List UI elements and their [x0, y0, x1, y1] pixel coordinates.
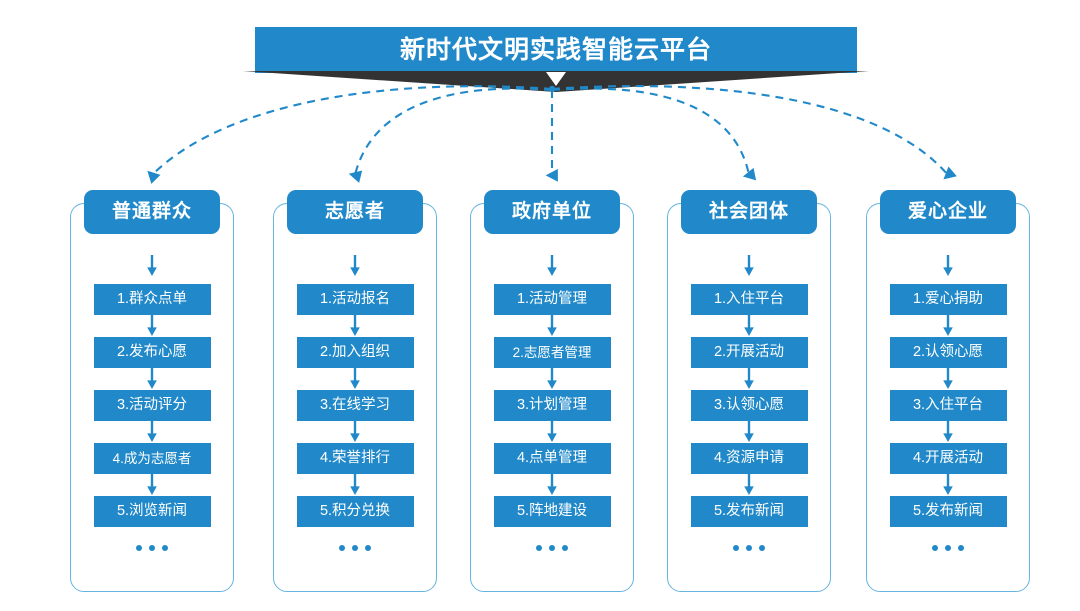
- column-volunteer: 志愿者 1.活动报名 2.加入组织 3.在线学习 4.荣誉排行 5.积分兑换: [273, 190, 437, 593]
- step-item[interactable]: 1.爱心捐助: [889, 284, 1007, 315]
- step-item[interactable]: 2.志愿者管理: [493, 337, 611, 368]
- banner-background: [255, 27, 857, 73]
- down-arrow-icon: [943, 421, 953, 442]
- column-government-unit: 政府单位 1.活动管理 2.志愿者管理 3.计划管理 4.点单管理 5.阵地建设: [470, 190, 634, 593]
- platform-title-banner: 新时代文明实践智能云平台: [255, 27, 857, 73]
- step-item[interactable]: 3.计划管理: [493, 390, 611, 421]
- banner-ribbon: [243, 71, 869, 92]
- step-item[interactable]: 2.加入组织: [296, 337, 414, 368]
- step-item[interactable]: 3.在线学习: [296, 390, 414, 421]
- dot: [162, 545, 168, 551]
- column-caring-enterprise: 爱心企业 1.爱心捐助 2.认领心愿 3.入住平台 4.开展活动 5.发布新闻: [866, 190, 1030, 593]
- step-item[interactable]: 3.认领心愿: [690, 390, 808, 421]
- dot: [339, 545, 345, 551]
- connector-hub-node: [548, 85, 556, 93]
- connector-to-volunteer: [348, 87, 553, 183]
- step-item[interactable]: 4.成为志愿者: [93, 443, 211, 474]
- down-arrow-icon: [147, 315, 157, 336]
- down-arrow-icon: [943, 255, 953, 276]
- down-arrow-icon: [350, 368, 360, 389]
- down-arrow-icon: [744, 368, 754, 389]
- column-body-social-group: 1.入住平台 2.开展活动 3.认领心愿 4.资源申请 5.发布新闻: [668, 248, 830, 593]
- column-header-caring-enterprise[interactable]: 爱心企业: [880, 190, 1016, 234]
- step-item[interactable]: 3.入住平台: [889, 390, 1007, 421]
- step-item[interactable]: 3.活动评分: [93, 390, 211, 421]
- column-header-social-group[interactable]: 社会团体: [681, 190, 817, 234]
- dot: [365, 545, 371, 551]
- down-arrow-icon: [147, 421, 157, 442]
- dot: [549, 545, 555, 551]
- column-body-caring-enterprise: 1.爱心捐助 2.认领心愿 3.入住平台 4.开展活动 5.发布新闻: [867, 248, 1029, 593]
- dot: [932, 545, 938, 551]
- connector-to-general-public: [147, 85, 553, 184]
- ellipsis-dots: [733, 545, 765, 551]
- step-item[interactable]: 5.阵地建设: [493, 496, 611, 527]
- down-arrow-icon: [547, 315, 557, 336]
- column-header-volunteer[interactable]: 志愿者: [287, 190, 423, 234]
- column-header-government-unit[interactable]: 政府单位: [484, 190, 620, 234]
- step-item[interactable]: 1.活动报名: [296, 284, 414, 315]
- dot: [149, 545, 155, 551]
- down-arrow-icon: [943, 368, 953, 389]
- ellipsis-dots: [932, 545, 964, 551]
- ellipsis-dots: [136, 545, 168, 551]
- down-arrow-icon: [744, 255, 754, 276]
- column-body-volunteer: 1.活动报名 2.加入组织 3.在线学习 4.荣誉排行 5.积分兑换: [274, 248, 436, 593]
- down-arrow-icon: [547, 368, 557, 389]
- dot: [352, 545, 358, 551]
- step-item[interactable]: 4.资源申请: [690, 443, 808, 474]
- down-arrow-icon: [350, 421, 360, 442]
- dot: [958, 545, 964, 551]
- column-body-general-public: 1.群众点单 2.发布心愿 3.活动评分 4.成为志愿者 5.浏览新闻: [71, 248, 233, 593]
- page-title: 新时代文明实践智能云平台: [399, 36, 712, 64]
- down-arrow-icon: [547, 255, 557, 276]
- step-item[interactable]: 1.入住平台: [690, 284, 808, 315]
- down-arrow-icon: [943, 315, 953, 336]
- dot: [536, 545, 542, 551]
- column-general-public: 普通群众 1.群众点单 2.发布心愿 3.活动评分 4.成为志愿者 5.浏览新闻: [70, 190, 234, 593]
- step-item[interactable]: 2.开展活动: [690, 337, 808, 368]
- step-item[interactable]: 5.发布新闻: [690, 496, 808, 527]
- dot: [136, 545, 142, 551]
- down-arrow-icon: [547, 421, 557, 442]
- down-arrow-icon: [547, 474, 557, 495]
- down-arrow-icon: [350, 315, 360, 336]
- down-arrow-icon: [147, 255, 157, 276]
- step-item[interactable]: 1.群众点单: [93, 284, 211, 315]
- down-arrow-icon: [744, 474, 754, 495]
- step-item[interactable]: 5.发布新闻: [889, 496, 1007, 527]
- column-body-government-unit: 1.活动管理 2.志愿者管理 3.计划管理 4.点单管理 5.阵地建设: [471, 248, 633, 593]
- column-social-group: 社会团体 1.入住平台 2.开展活动 3.认领心愿 4.资源申请 5.发布新闻: [667, 190, 831, 593]
- step-item[interactable]: 2.认领心愿: [889, 337, 1007, 368]
- step-item[interactable]: 4.开展活动: [889, 443, 1007, 474]
- step-item[interactable]: 5.积分兑换: [296, 496, 414, 527]
- down-arrow-icon: [350, 474, 360, 495]
- step-item[interactable]: 4.点单管理: [493, 443, 611, 474]
- down-arrow-icon: [350, 255, 360, 276]
- down-arrow-icon: [147, 368, 157, 389]
- down-arrow-icon: [943, 474, 953, 495]
- connector-to-social-group: [551, 87, 757, 181]
- step-item[interactable]: 5.浏览新闻: [93, 496, 211, 527]
- connector-to-caring-enterprise: [551, 85, 957, 180]
- step-item[interactable]: 4.荣誉排行: [296, 443, 414, 474]
- dot: [759, 545, 765, 551]
- step-item[interactable]: 1.活动管理: [493, 284, 611, 315]
- step-item[interactable]: 2.发布心愿: [93, 337, 211, 368]
- dot: [733, 545, 739, 551]
- column-header-general-public[interactable]: 普通群众: [84, 190, 220, 234]
- ellipsis-dots: [536, 545, 568, 551]
- dot: [562, 545, 568, 551]
- down-arrow-icon: [147, 474, 157, 495]
- down-arrow-icon: [744, 421, 754, 442]
- dot: [746, 545, 752, 551]
- dot: [945, 545, 951, 551]
- down-arrow-icon: [744, 315, 754, 336]
- ellipsis-dots: [339, 545, 371, 551]
- chevron-down-icon: [546, 72, 566, 86]
